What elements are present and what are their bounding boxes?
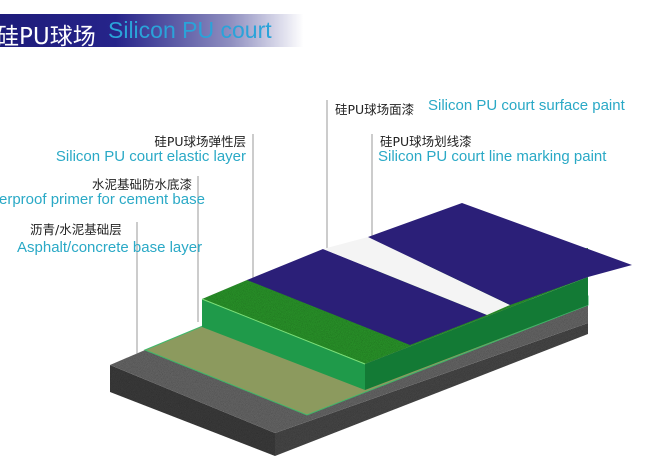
label-elastic-cn: 硅PU球场弹性层 xyxy=(154,134,246,149)
title-banner xyxy=(0,14,330,47)
label-marking-cn: 硅PU球场划线漆 xyxy=(380,134,472,149)
label-primer-cn: 水泥基础防水底漆 xyxy=(91,177,192,192)
label-surface-cn: 硅PU球场面漆 xyxy=(335,102,415,117)
surface-paint-right xyxy=(368,203,632,305)
title-english: Silicon PU court xyxy=(108,17,272,43)
title-chinese: 硅PU球场 xyxy=(0,24,96,50)
surface-paint-left xyxy=(247,249,487,345)
label-marking-en: Silicon PU court line marking paint xyxy=(378,148,607,165)
line-marking-stripe xyxy=(323,237,510,315)
label-elastic-en: Silicon PU court elastic layer xyxy=(55,148,246,165)
label-base-en: Asphalt/concrete base layer xyxy=(17,239,203,256)
label-primer-en: erproof primer for cement base xyxy=(0,191,205,208)
label-base-cn: 沥青/水泥基础层 xyxy=(30,222,122,237)
label-surface-en: Silicon PU court surface paint xyxy=(428,97,625,114)
